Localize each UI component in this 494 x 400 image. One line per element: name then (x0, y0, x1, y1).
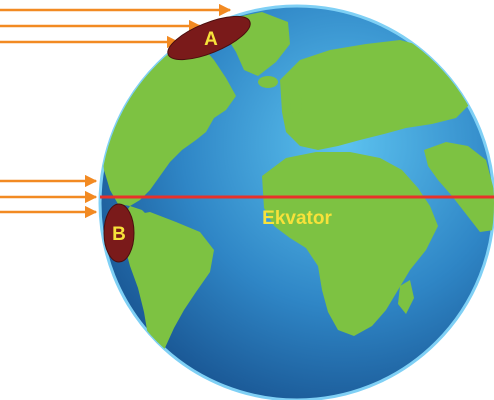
south-america-land (124, 212, 214, 380)
britain-land (290, 94, 302, 114)
europe-land (280, 40, 470, 150)
region-b-ellipse (103, 203, 135, 263)
equator-label: Ekvator (262, 208, 332, 229)
iceland-land (258, 76, 278, 88)
region-a-ellipse (167, 15, 251, 61)
region-b-label: B (112, 224, 126, 245)
madagascar-land (398, 280, 414, 314)
region-a-label: A (204, 29, 218, 50)
asia-edge-land (424, 142, 494, 232)
